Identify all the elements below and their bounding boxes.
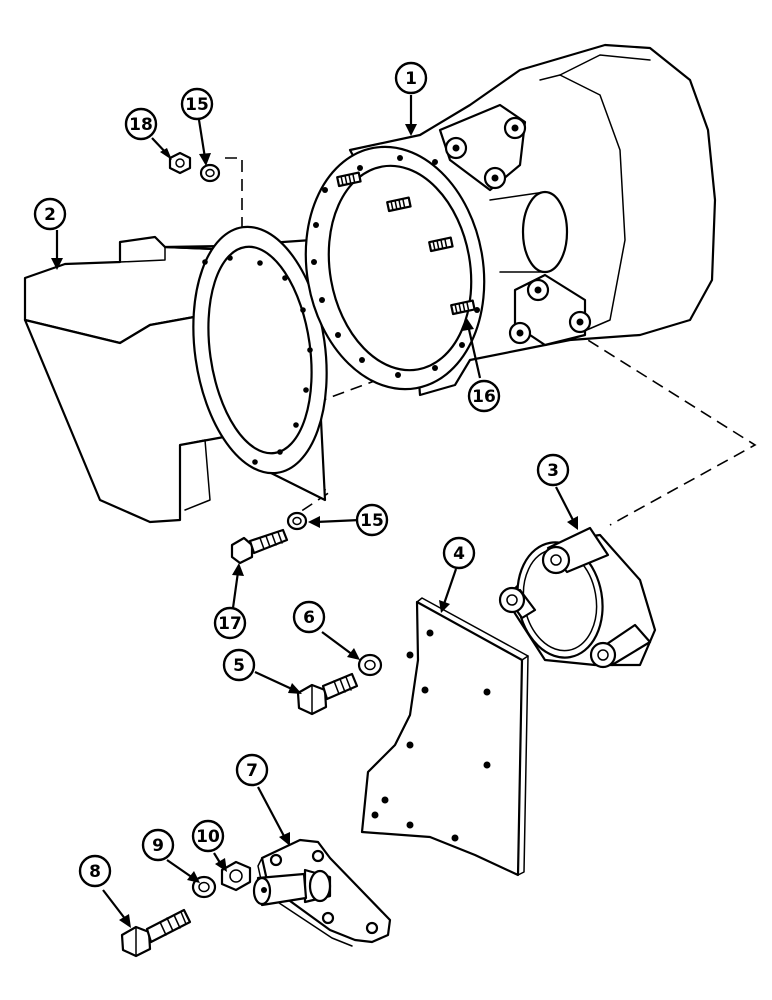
svg-text:10: 10 <box>196 827 220 847</box>
svg-text:6: 6 <box>303 608 315 628</box>
callout-4: 4 <box>442 536 476 570</box>
svg-text:3: 3 <box>547 461 559 481</box>
callout-2: 2 <box>33 197 67 231</box>
callout-9: 9 <box>141 828 175 862</box>
callout-1: 1 <box>394 61 428 95</box>
callout-6: 6 <box>292 600 326 634</box>
svg-text:15: 15 <box>185 95 209 115</box>
callout-7: 7 <box>235 753 269 787</box>
plate-holes <box>371 629 491 842</box>
svg-text:1: 1 <box>405 69 417 89</box>
nut-part-18 <box>168 151 192 175</box>
bolt-part-8 <box>120 908 192 958</box>
svg-text:16: 16 <box>472 387 496 407</box>
svg-text:8: 8 <box>89 862 101 882</box>
nut-part-10 <box>220 860 252 892</box>
bolt-part-5 <box>296 672 359 716</box>
callout-17: 17 <box>213 606 247 640</box>
callout-5: 5 <box>222 648 256 682</box>
final-drive-housing-part-1 <box>304 43 717 397</box>
drive-flange-holes <box>311 155 480 378</box>
axle-housing-part-2 <box>23 225 328 524</box>
svg-text:5: 5 <box>233 656 245 676</box>
svg-text:15: 15 <box>360 511 384 531</box>
callout-15-middle: 15 <box>355 503 389 537</box>
callout-18: 18 <box>124 107 158 141</box>
svg-text:7: 7 <box>246 761 258 781</box>
callout-3: 3 <box>536 453 570 487</box>
bushing-part-3 <box>498 526 657 669</box>
studs-part-16 <box>336 171 476 316</box>
bracket-part-7 <box>252 838 392 947</box>
plate-part-4 <box>360 597 529 877</box>
washer-part-15-middle <box>286 511 308 531</box>
callout-8: 8 <box>78 854 112 888</box>
leader-arrows <box>51 95 578 928</box>
svg-text:9: 9 <box>152 836 164 856</box>
housing-flange-holes <box>202 255 313 465</box>
svg-text:4: 4 <box>453 544 465 564</box>
callout-16: 16 <box>467 379 501 413</box>
svg-text:17: 17 <box>218 614 242 634</box>
callout-15-top: 15 <box>180 87 214 121</box>
svg-text:2: 2 <box>44 205 56 225</box>
svg-text:18: 18 <box>129 115 153 135</box>
lock-washer-part-6 <box>357 653 383 677</box>
callout-10: 10 <box>191 819 225 853</box>
bolt-part-17 <box>230 528 289 565</box>
washer-part-15-top <box>199 163 221 183</box>
